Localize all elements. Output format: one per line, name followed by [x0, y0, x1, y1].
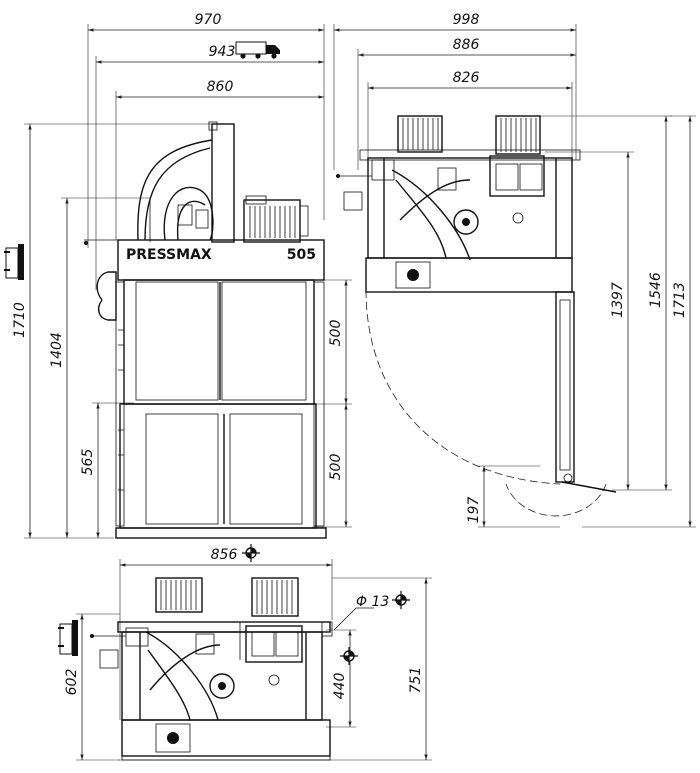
dim-860: 860: [207, 79, 234, 95]
dim-1397: 1397: [610, 282, 626, 318]
dim-751: 751: [408, 667, 424, 694]
model-number: 505: [287, 247, 316, 263]
top-view: 856 Φ 13: [58, 544, 432, 761]
truck-icon: [235, 41, 280, 59]
dim-943: 943: [209, 44, 236, 60]
side-top-dimensions: 998 886 826: [333, 12, 577, 170]
front-right-dimensions: 500 500: [312, 279, 352, 528]
dim-886: 886: [453, 37, 480, 53]
front-left-dimensions: 1710 1404 565: [4, 123, 212, 539]
dim-998: 998: [453, 12, 480, 28]
motor: [243, 195, 309, 243]
dim-1710: 1710: [12, 302, 28, 338]
forklift-icon: [58, 620, 78, 656]
dim-565: 565: [80, 449, 96, 476]
dim-hole-diameter: Φ 13: [356, 594, 389, 610]
dim-197: 197: [466, 497, 482, 524]
top-view-dimensions: 856 Φ 13: [58, 544, 432, 761]
front-view: 970 943 860 1710 1404: [4, 12, 352, 539]
dim-1546: 1546: [648, 272, 664, 308]
brand-name: PRESSMAX: [126, 247, 212, 263]
side-swing-dimension: 197: [466, 465, 560, 528]
dim-856: 856: [211, 547, 238, 563]
dim-970: 970: [195, 12, 222, 28]
forklift-icon: [4, 244, 24, 280]
dim-500-lower: 500: [328, 454, 344, 481]
dim-440: 440: [332, 673, 348, 700]
dim-1404: 1404: [49, 332, 65, 368]
dim-602: 602: [64, 669, 80, 696]
crosshair-icon: [340, 647, 358, 665]
side-right-dimensions: 1397 1546 1713: [540, 115, 696, 528]
top-machine-body: [90, 577, 333, 761]
crosshair-icon: [242, 544, 260, 562]
dim-1713: 1713: [672, 282, 688, 318]
crosshair-icon: [392, 591, 410, 609]
front-top-dimensions: 970 943 860: [87, 12, 325, 290]
front-machine-body: PRESSMAX 505: [84, 121, 327, 539]
dim-500-upper: 500: [328, 320, 344, 347]
side-machine-body: [336, 115, 581, 483]
dim-826: 826: [453, 70, 480, 86]
side-view: 998 886 826 1397 1546 1713: [333, 12, 696, 528]
